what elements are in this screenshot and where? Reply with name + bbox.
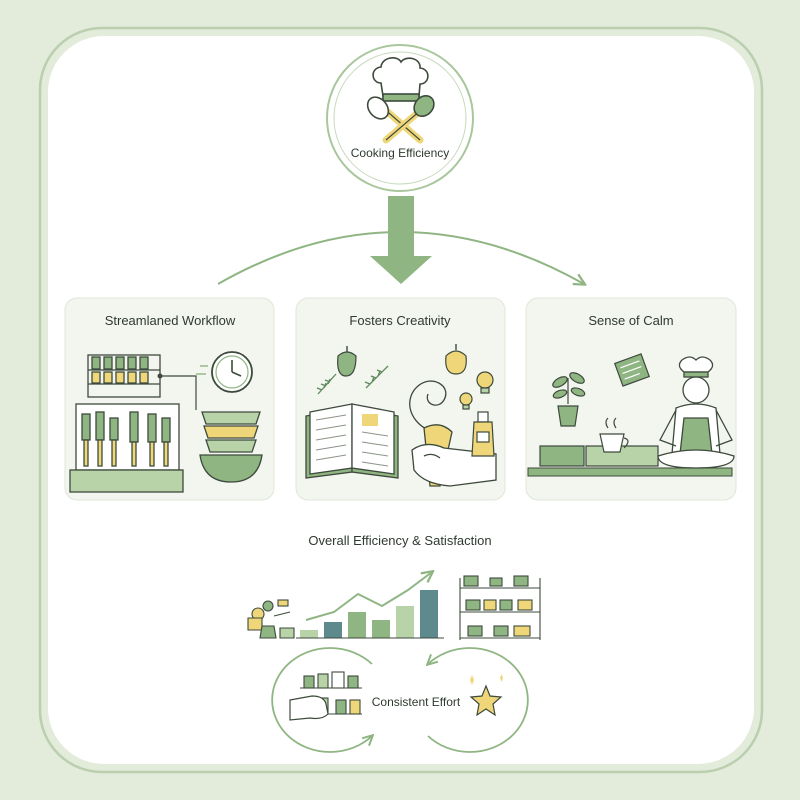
recipe-card-icon bbox=[613, 353, 651, 387]
chef-hat-icon bbox=[372, 57, 429, 102]
spice-rack-icon bbox=[87, 354, 161, 398]
bar bbox=[348, 612, 366, 638]
panel-title-creativity: Fosters Creativity bbox=[349, 313, 451, 328]
bar bbox=[300, 630, 318, 638]
utensil-drawer-icon bbox=[69, 403, 184, 493]
trend-line bbox=[305, 572, 432, 621]
panel-streamlined-workflow: Streamlaned Workflow bbox=[64, 297, 275, 501]
cooking-efficiency-node: Cooking Efficiency bbox=[326, 44, 474, 192]
overall-title: Overall Efficiency & Satisfaction bbox=[308, 533, 491, 548]
pepper-icon bbox=[337, 346, 357, 377]
bar bbox=[396, 606, 414, 638]
herb-sprig-icon bbox=[316, 365, 389, 395]
growth-bar-chart bbox=[296, 572, 444, 639]
open-book-icon bbox=[305, 403, 399, 479]
panel-title-calm: Sense of Calm bbox=[588, 313, 673, 328]
consistent-effort-cycle: Consistent Effort bbox=[271, 647, 529, 753]
star-icon bbox=[469, 674, 503, 717]
header-title: Cooking Efficiency bbox=[351, 146, 450, 160]
clock-icon bbox=[196, 351, 253, 393]
bar bbox=[420, 590, 438, 638]
outer-frame bbox=[38, 26, 764, 774]
panel-title-workflow: Streamlaned Workflow bbox=[105, 313, 236, 328]
panel-fosters-creativity: Fosters Creativity bbox=[295, 297, 506, 501]
lightbulb-icon bbox=[459, 371, 494, 410]
flow-arc bbox=[217, 231, 584, 284]
stacked-bowls-icon bbox=[199, 411, 263, 483]
idea-swirl bbox=[409, 380, 447, 431]
panel-sense-of-calm: Sense of Calm bbox=[525, 297, 737, 501]
bar bbox=[324, 622, 342, 638]
reaching-hand-icon bbox=[289, 695, 329, 721]
workflow-connector bbox=[160, 375, 197, 410]
cycle-label: Consistent Effort bbox=[372, 695, 461, 709]
cutting-board bbox=[539, 445, 585, 467]
whisk-spoon-icon bbox=[366, 94, 435, 144]
pot-shelf-icon bbox=[459, 575, 541, 640]
potted-plant-icon bbox=[552, 372, 586, 427]
meditating-chef-icon bbox=[657, 356, 735, 469]
tea-cup-icon bbox=[599, 417, 629, 453]
down-arrow bbox=[370, 196, 432, 284]
cookware-cluster-icon bbox=[247, 599, 295, 639]
countertop bbox=[527, 467, 733, 477]
yellow-pepper-icon bbox=[445, 344, 467, 375]
bar bbox=[372, 620, 390, 638]
oil-bottle-icon bbox=[471, 411, 495, 457]
